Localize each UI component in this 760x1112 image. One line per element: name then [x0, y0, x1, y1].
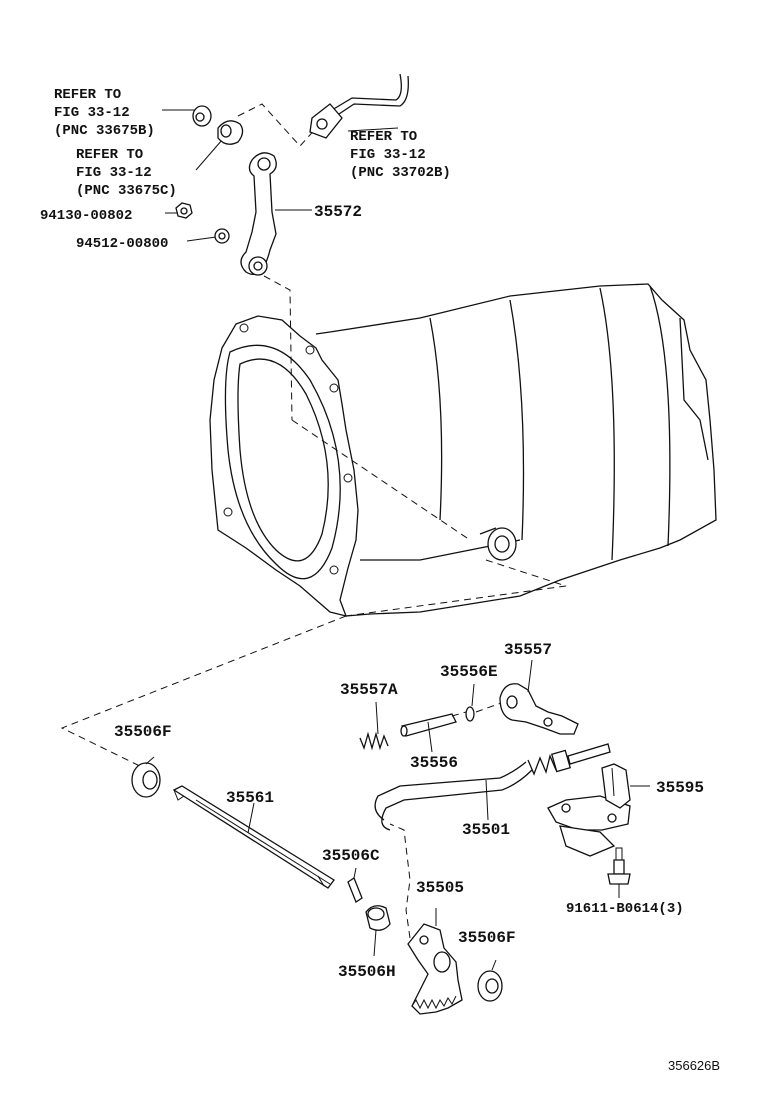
shaft-35561 [172, 785, 335, 889]
bolt-91611 [607, 847, 631, 898]
label-91611: 91611-B0614(3) [566, 901, 684, 917]
label-35557a: 35557A [340, 681, 398, 699]
ref-33675b-line1: REFER TO [54, 87, 121, 103]
label-35556: 35556 [410, 754, 458, 772]
ref-33675c-line1: REFER TO [76, 147, 143, 163]
pin-35556 [400, 713, 457, 753]
label-35501: 35501 [462, 821, 510, 839]
ref-33702b-line2: FIG 33-12 [350, 147, 426, 163]
bracket-35595 [547, 763, 650, 857]
label-35595: 35595 [656, 779, 704, 797]
label-35557: 35557 [504, 641, 552, 659]
cable-35501 [374, 743, 611, 831]
label-35561: 35561 [226, 789, 274, 807]
label-94512: 94512-00800 [76, 236, 168, 252]
label-ref-33702b: REFER TO FIG 33-12 (PNC 33702B) [350, 129, 451, 181]
label-94130: 94130-00802 [40, 208, 132, 224]
label-35506h: 35506H [338, 963, 396, 981]
detent-lever-35505 [407, 908, 463, 1015]
shift-cable-33702b [309, 73, 409, 139]
label-ref-33675b: REFER TO FIG 33-12 (PNC 33675B) [54, 87, 155, 139]
seal-35506f-right [477, 959, 503, 1002]
spring-35557a [359, 701, 389, 751]
ref-33675b-line2: FIG 33-12 [54, 105, 130, 121]
washer-35556e [465, 683, 475, 722]
ref-33675c-line2: FIG 33-12 [76, 165, 152, 181]
label-ref-33675c: REFER TO FIG 33-12 (PNC 33675C) [76, 147, 177, 199]
label-35506f-left: 35506F [114, 723, 172, 741]
bushing-35506h [365, 905, 391, 957]
ref-33702b-line1: REFER TO [350, 129, 417, 145]
bushing-33675b [192, 105, 212, 127]
ref-33675b-line3: (PNC 33675B) [54, 123, 155, 139]
label-35506c: 35506C [322, 847, 380, 865]
ref-33675c-line3: (PNC 33675C) [76, 183, 177, 199]
diagram-code: 356626B [668, 1058, 720, 1073]
label-35506f-right: 35506F [458, 929, 516, 947]
label-35556e: 35556E [440, 663, 498, 681]
nut-94130 [175, 202, 193, 219]
ref-33702b-line3: (PNC 33702B) [350, 165, 451, 181]
arm-35557 [499, 659, 579, 735]
pin-35506c [347, 867, 363, 903]
seal-35506f-left [131, 756, 161, 798]
washer-94512 [214, 228, 230, 244]
label-35505: 35505 [416, 879, 464, 897]
label-35572: 35572 [314, 203, 362, 221]
transmission-case [209, 283, 717, 617]
grommet-33675c [217, 120, 244, 145]
lever-35572 [240, 152, 277, 276]
